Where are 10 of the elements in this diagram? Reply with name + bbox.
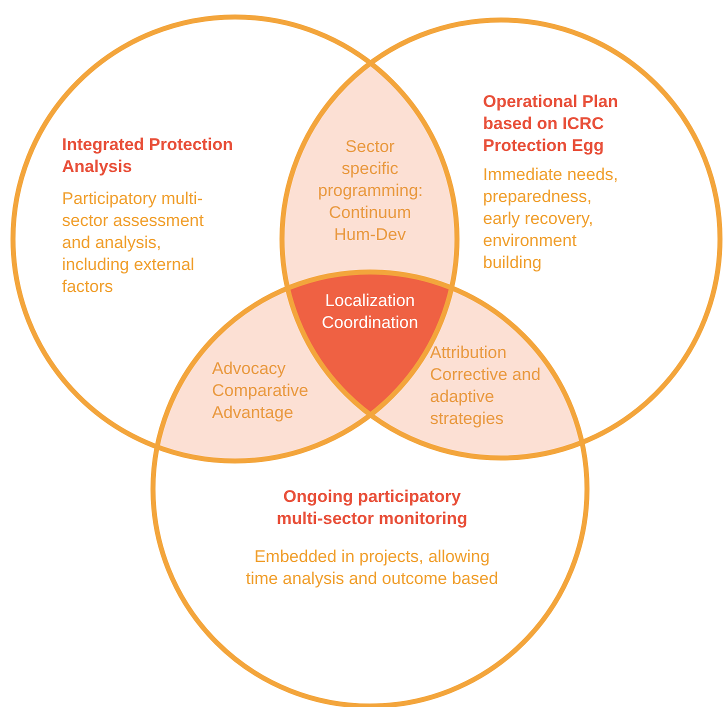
overlap-label: Localization Coordination bbox=[320, 290, 420, 334]
circle-heading: Integrated Protection Analysis bbox=[62, 134, 234, 178]
circle-description: Embedded in projects, allowing time analysis and outcome based bbox=[244, 546, 500, 590]
overlap-label: Attribution Corrective and adaptive strategies bbox=[430, 342, 542, 430]
overlap-label: Advocacy Comparative Advantage bbox=[212, 358, 310, 424]
overlap-label: Sector specific programming: Continuum Hum-Dev bbox=[318, 136, 422, 246]
circle-description: Immediate needs, preparedness, early recovery, environment building bbox=[483, 164, 620, 274]
circle-description: Participatory multi-sector assessment and analysis, including external factors bbox=[62, 188, 205, 298]
circle-heading: Operational Plan based on ICRC Protection Egg bbox=[483, 91, 620, 158]
circle-heading: Ongoing participatory multi-sector monitoring bbox=[276, 486, 468, 530]
